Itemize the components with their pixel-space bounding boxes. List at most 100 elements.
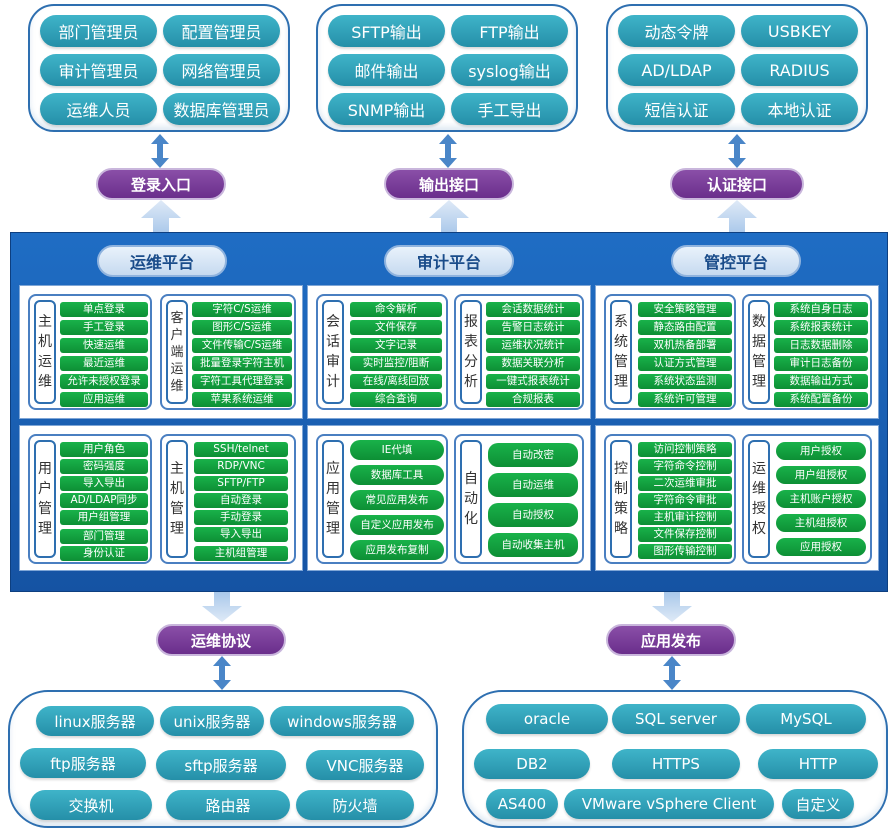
host-ops-item[interactable]: 最近运维: [60, 356, 148, 371]
session-audit-item[interactable]: 在线/离线回放: [350, 374, 442, 389]
user-mgmt-item[interactable]: 部门管理: [60, 529, 148, 544]
output-snmp[interactable]: SNMP输出: [328, 93, 445, 125]
report-item[interactable]: 告警日志统计: [486, 320, 580, 335]
output-syslog[interactable]: syslog输出: [451, 54, 568, 86]
app-mgmt-item[interactable]: 数据库工具: [350, 465, 444, 485]
data-mgmt-item[interactable]: 系统配置备份: [774, 392, 868, 407]
ctrl-policy-item[interactable]: 访问控制策略: [638, 442, 732, 457]
automation-item[interactable]: 自动改密: [488, 443, 578, 467]
app-sqlserver[interactable]: SQL server: [612, 704, 740, 734]
output-manual-export[interactable]: 手工导出: [451, 93, 568, 125]
session-audit-item[interactable]: 综合查询: [350, 392, 442, 407]
host-mgmt-item[interactable]: 主机组管理: [194, 546, 288, 561]
app-https[interactable]: HTTPS: [612, 749, 740, 779]
ctrl-policy-item[interactable]: 图形传输控制: [638, 544, 732, 559]
user-mgmt-item[interactable]: 用户角色: [60, 442, 148, 457]
client-ops-item[interactable]: 图形C/S运维: [192, 320, 292, 335]
app-oracle[interactable]: oracle: [486, 704, 608, 734]
sys-mgmt-item[interactable]: 双机热备部署: [638, 338, 732, 353]
host-mgmt-item[interactable]: SFTP/FTP: [194, 476, 288, 491]
app-mgmt-item[interactable]: 应用发布复制: [350, 540, 444, 560]
app-http[interactable]: HTTP: [758, 749, 878, 779]
role-ops-staff[interactable]: 运维人员: [40, 93, 157, 125]
ops-auth-item[interactable]: 应用授权: [776, 538, 866, 556]
host-ops-item[interactable]: 手工登录: [60, 320, 148, 335]
host-mgmt-item[interactable]: 手动登录: [194, 510, 288, 525]
session-audit-item[interactable]: 实时监控/阻断: [350, 356, 442, 371]
host-ops-item[interactable]: 应用运维: [60, 392, 148, 407]
target-router[interactable]: 路由器: [166, 790, 290, 820]
sys-mgmt-item[interactable]: 系统状态监测: [638, 374, 732, 389]
target-ftp[interactable]: ftp服务器: [20, 748, 146, 778]
automation-item[interactable]: 自动授权: [488, 503, 578, 527]
output-sftp[interactable]: SFTP输出: [328, 15, 445, 47]
host-ops-item[interactable]: 允许未授权登录: [60, 374, 148, 389]
app-db2[interactable]: DB2: [474, 749, 590, 779]
ops-auth-item[interactable]: 主机组授权: [776, 514, 866, 532]
host-mgmt-item[interactable]: 导入导出: [194, 527, 288, 542]
host-ops-item[interactable]: 单点登录: [60, 302, 148, 317]
output-mail[interactable]: 邮件输出: [328, 54, 445, 86]
automation-item[interactable]: 自动收集主机: [488, 533, 578, 557]
role-config-admin[interactable]: 配置管理员: [163, 15, 280, 47]
auth-dynamic-token[interactable]: 动态令牌: [618, 15, 735, 47]
role-dept-admin[interactable]: 部门管理员: [40, 15, 157, 47]
client-ops-item[interactable]: 字符C/S运维: [192, 302, 292, 317]
sys-mgmt-item[interactable]: 安全策略管理: [638, 302, 732, 317]
data-mgmt-item[interactable]: 数据输出方式: [774, 374, 868, 389]
host-mgmt-item[interactable]: RDP/VNC: [194, 459, 288, 474]
client-ops-item[interactable]: 文件传输C/S运维: [192, 338, 292, 353]
data-mgmt-item[interactable]: 系统报表统计: [774, 320, 868, 335]
client-ops-item[interactable]: 苹果系统运维: [192, 392, 292, 407]
data-mgmt-item[interactable]: 系统自身日志: [774, 302, 868, 317]
client-ops-item[interactable]: 批量登录字符主机: [192, 356, 292, 371]
sys-mgmt-item[interactable]: 静态路由配置: [638, 320, 732, 335]
target-switch[interactable]: 交换机: [30, 790, 152, 820]
role-db-admin[interactable]: 数据库管理员: [163, 93, 280, 125]
auth-radius[interactable]: RADIUS: [741, 54, 858, 86]
ops-auth-item[interactable]: 用户授权: [776, 442, 866, 460]
ctrl-policy-item[interactable]: 主机审计控制: [638, 510, 732, 525]
auth-local[interactable]: 本地认证: [741, 93, 858, 125]
data-mgmt-item[interactable]: 审计日志备份: [774, 356, 868, 371]
report-item[interactable]: 运维状况统计: [486, 338, 580, 353]
output-ftp[interactable]: FTP输出: [451, 15, 568, 47]
ctrl-policy-item[interactable]: 文件保存控制: [638, 527, 732, 542]
session-audit-item[interactable]: 文字记录: [350, 338, 442, 353]
app-mgmt-item[interactable]: 自定义应用发布: [350, 515, 444, 535]
ctrl-policy-item[interactable]: 字符命令控制: [638, 459, 732, 474]
ops-auth-item[interactable]: 主机账户授权: [776, 490, 866, 508]
app-custom[interactable]: 自定义: [782, 789, 854, 819]
ops-auth-item[interactable]: 用户组授权: [776, 466, 866, 484]
ctrl-policy-item[interactable]: 二次运维审批: [638, 476, 732, 491]
user-mgmt-item[interactable]: 身份认证: [60, 546, 148, 561]
client-ops-item[interactable]: 字符工具代理登录: [192, 374, 292, 389]
app-mgmt-item[interactable]: IE代填: [350, 440, 444, 460]
host-mgmt-item[interactable]: 自动登录: [194, 493, 288, 508]
session-audit-item[interactable]: 文件保存: [350, 320, 442, 335]
app-as400[interactable]: AS400: [486, 789, 558, 819]
role-network-admin[interactable]: 网络管理员: [163, 54, 280, 86]
data-mgmt-item[interactable]: 日志数据删除: [774, 338, 868, 353]
report-item[interactable]: 合规报表: [486, 392, 580, 407]
target-windows[interactable]: windows服务器: [270, 706, 414, 736]
auth-sms[interactable]: 短信认证: [618, 93, 735, 125]
report-item[interactable]: 会话数据统计: [486, 302, 580, 317]
sys-mgmt-item[interactable]: 认证方式管理: [638, 356, 732, 371]
app-vmware[interactable]: VMware vSphere Client: [564, 789, 774, 819]
target-linux[interactable]: linux服务器: [36, 706, 154, 736]
user-mgmt-item[interactable]: 用户组管理: [60, 510, 148, 525]
role-audit-admin[interactable]: 审计管理员: [40, 54, 157, 86]
auth-ad-ldap[interactable]: AD/LDAP: [618, 54, 735, 86]
user-mgmt-item[interactable]: 导入导出: [60, 476, 148, 491]
ctrl-policy-item[interactable]: 字符命令审批: [638, 493, 732, 508]
target-vnc[interactable]: VNC服务器: [306, 750, 424, 780]
sys-mgmt-item[interactable]: 系统许可管理: [638, 392, 732, 407]
app-mysql[interactable]: MySQL: [746, 704, 866, 734]
user-mgmt-item[interactable]: AD/LDAP同步: [60, 493, 148, 508]
user-mgmt-item[interactable]: 密码强度: [60, 459, 148, 474]
report-item[interactable]: 数据关联分析: [486, 356, 580, 371]
session-audit-item[interactable]: 命令解析: [350, 302, 442, 317]
automation-item[interactable]: 自动运维: [488, 473, 578, 497]
target-firewall[interactable]: 防火墙: [296, 790, 414, 820]
